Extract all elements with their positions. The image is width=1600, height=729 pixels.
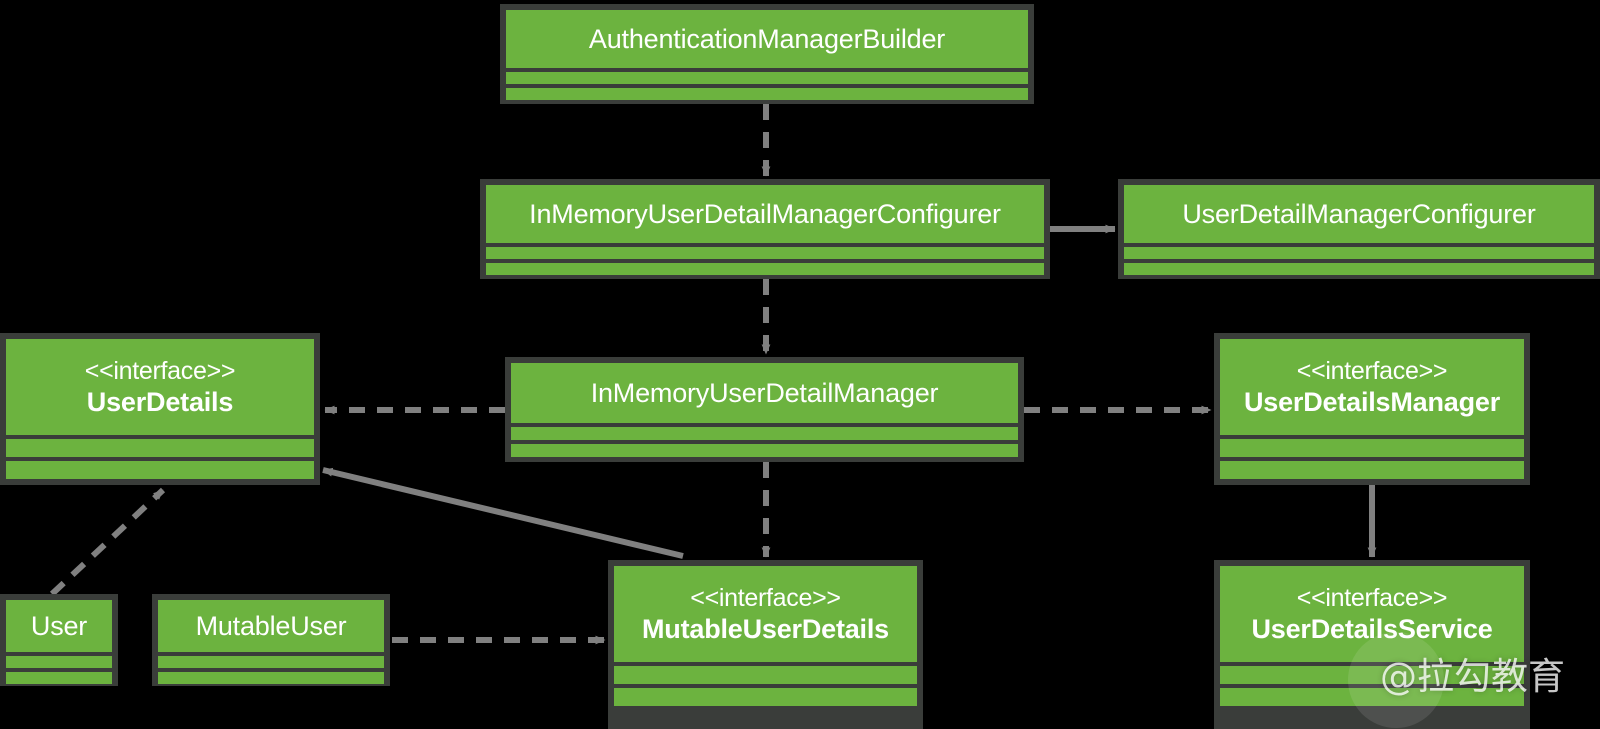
edge-user-to-userdetails <box>49 487 166 597</box>
operations-compartment <box>1124 263 1594 275</box>
class-box-user[interactable]: User <box>0 594 118 686</box>
class-title-user-details-manager: <<interface>> UserDetailsManager <box>1220 339 1524 435</box>
attributes-compartment <box>158 656 384 668</box>
class-name-label: UserDetailsService <box>1251 613 1493 644</box>
class-box-in-memory-user-detail-manager-configurer[interactable]: InMemoryUserDetailManagerConfigurer <box>480 179 1050 279</box>
class-box-user-details-service[interactable]: <<interface>> UserDetailsService <box>1214 560 1530 729</box>
operations-compartment <box>6 461 314 479</box>
operations-compartment <box>614 688 917 706</box>
operations-compartment <box>486 263 1044 275</box>
operations-compartment <box>1220 688 1524 706</box>
class-box-authentication-manager-builder[interactable]: AuthenticationManagerBuilder <box>500 4 1034 104</box>
operations-compartment <box>6 672 112 684</box>
class-title-in-memory-user-detail-manager-configurer: InMemoryUserDetailManagerConfigurer <box>486 185 1044 243</box>
attributes-compartment <box>6 656 112 668</box>
attributes-compartment <box>1220 666 1524 684</box>
class-box-in-memory-user-detail-manager[interactable]: InMemoryUserDetailManager <box>505 357 1024 462</box>
class-name-label: InMemoryUserDetailManagerConfigurer <box>529 198 1001 229</box>
class-box-mutable-user-details[interactable]: <<interface>> MutableUserDetails <box>608 560 923 729</box>
class-box-user-details-manager[interactable]: <<interface>> UserDetailsManager <box>1214 333 1530 485</box>
attributes-compartment <box>486 247 1044 259</box>
attributes-compartment <box>506 72 1028 84</box>
class-name-label: MutableUser <box>195 610 347 641</box>
class-title-mutable-user: MutableUser <box>158 600 384 652</box>
class-title-mutable-user-details: <<interface>> MutableUserDetails <box>614 566 917 662</box>
attributes-compartment <box>1124 247 1594 259</box>
operations-compartment <box>158 672 384 684</box>
class-name-label: AuthenticationManagerBuilder <box>588 23 946 54</box>
class-title-user: User <box>6 600 112 652</box>
stereotype-label: <<interface>> <box>690 583 841 612</box>
class-title-user-detail-manager-configurer: UserDetailManagerConfigurer <box>1124 185 1594 243</box>
operations-compartment <box>511 444 1018 457</box>
class-name-label: InMemoryUserDetailManager <box>590 377 939 408</box>
operations-compartment <box>506 88 1028 100</box>
class-title-user-details: <<interface>> UserDetails <box>6 339 314 435</box>
class-box-user-detail-manager-configurer[interactable]: UserDetailManagerConfigurer <box>1118 179 1600 279</box>
class-box-mutable-user[interactable]: MutableUser <box>152 594 390 686</box>
operations-compartment <box>1220 461 1524 479</box>
class-title-authentication-manager-builder: AuthenticationManagerBuilder <box>506 10 1028 68</box>
class-name-label: UserDetails <box>86 386 234 417</box>
stereotype-label: <<interface>> <box>1296 356 1448 385</box>
class-box-user-details[interactable]: <<interface>> UserDetails <box>0 333 320 485</box>
stereotype-label: <<interface>> <box>84 356 236 385</box>
attributes-compartment <box>511 427 1018 440</box>
class-title-user-details-service: <<interface>> UserDetailsService <box>1220 566 1524 662</box>
class-name-label: MutableUserDetails <box>642 613 889 644</box>
edge-mutableuserdetails-to-userdetails <box>322 467 684 559</box>
class-name-label: UserDetailManagerConfigurer <box>1182 198 1536 229</box>
stereotype-label: <<interface>> <box>1296 583 1448 612</box>
class-name-label: User <box>30 610 88 641</box>
attributes-compartment <box>1220 439 1524 457</box>
class-title-in-memory-user-detail-manager: InMemoryUserDetailManager <box>511 363 1018 423</box>
attributes-compartment <box>614 666 917 684</box>
class-name-label: UserDetailsManager <box>1243 386 1500 417</box>
attributes-compartment <box>6 439 314 457</box>
